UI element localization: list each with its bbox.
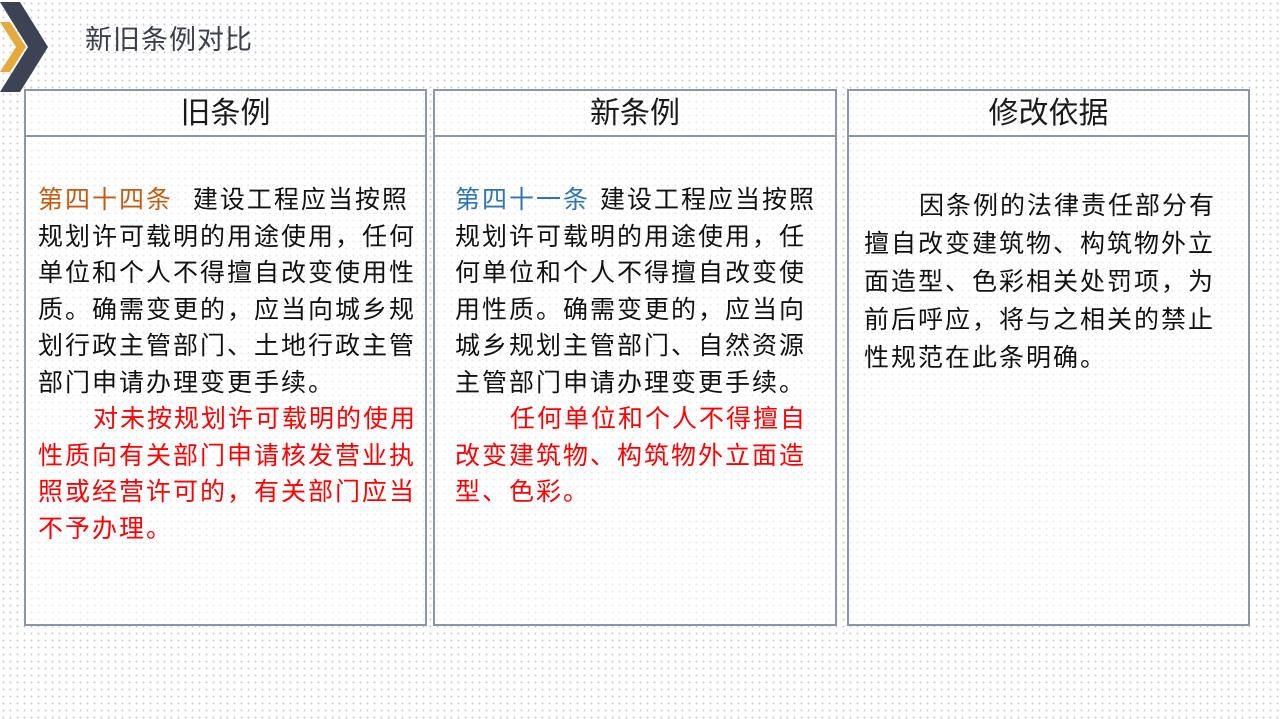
new-regulation-body: 第四十一条 建设工程应当按照规划许可载明的用途使用，任何单位和个人不得擅自改变使… (435, 137, 835, 511)
revision-basis-text: 因条例的法律责任部分有擅自改变建筑物、构筑物外立面造型、色彩相关处罚项，为前后呼… (864, 191, 1217, 372)
revision-basis-body: 因条例的法律责任部分有擅自改变建筑物、构筑物外立面造型、色彩相关处罚项，为前后呼… (849, 137, 1248, 377)
old-regulation-header: 旧条例 (26, 91, 425, 137)
old-regulation-body: 第四十四条 建设工程应当按照规划许可载明的用途使用，任何单位和个人不得擅自改变使… (26, 137, 425, 547)
revision-basis-panel: 修改依据 因条例的法律责任部分有擅自改变建筑物、构筑物外立面造型、色彩相关处罚项… (847, 89, 1250, 626)
old-article-text: 建设工程应当按照规划许可载明的用途使用，任何单位和个人不得擅自改变使用性质。确需… (38, 185, 417, 397)
page-title: 新旧条例对比 (85, 25, 253, 56)
new-regulation-panel: 新条例 第四十一条 建设工程应当按照规划许可载明的用途使用，任何单位和个人不得擅… (433, 89, 837, 626)
new-article-text: 建设工程应当按照规划许可载明的用途使用，任何单位和个人不得擅自改变使用性质。确需… (455, 185, 816, 397)
old-article-number: 第四十四条 (38, 185, 174, 214)
new-article-number: 第四十一条 (455, 185, 591, 214)
old-article-highlight: 对未按规划许可载明的使用性质向有关部门申请核发营业执照或经营许可的，有关部门应当… (38, 404, 418, 543)
old-regulation-panel: 旧条例 第四十四条 建设工程应当按照规划许可载明的用途使用，任何单位和个人不得擅… (24, 89, 427, 626)
chevron-logo-icon (0, 2, 48, 92)
revision-basis-header: 修改依据 (849, 91, 1248, 137)
new-article-highlight: 任何单位和个人不得擅自改变建筑物、构筑物外立面造型、色彩。 (455, 404, 808, 506)
new-regulation-header: 新条例 (435, 91, 835, 137)
